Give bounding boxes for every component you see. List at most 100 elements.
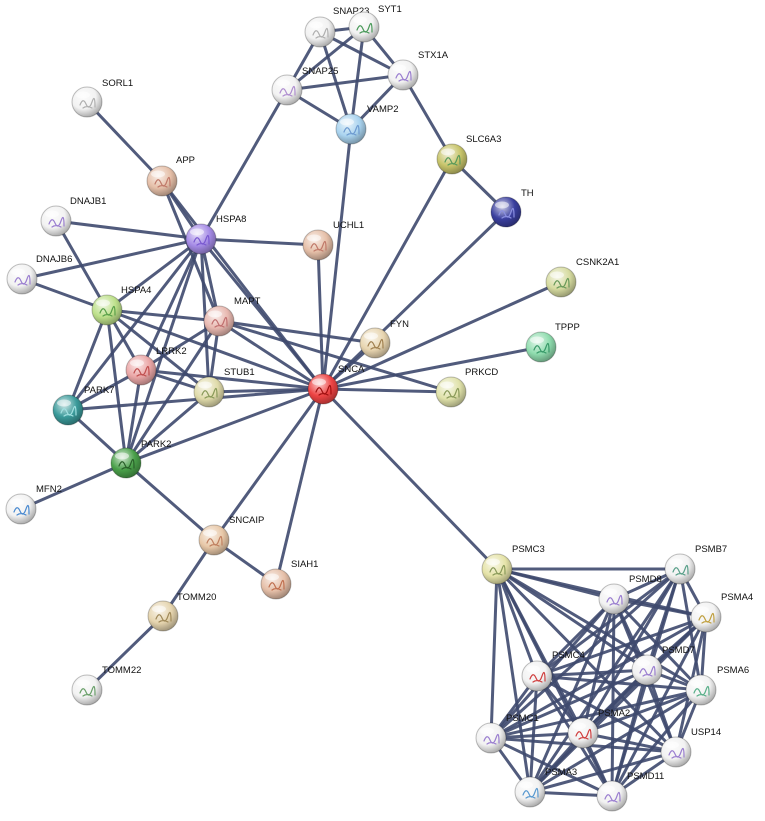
edge-psma4-psmc4 <box>535 615 708 678</box>
node-highlight <box>572 722 586 730</box>
node-label: PSMC4 <box>552 650 585 661</box>
node-rim <box>598 583 630 615</box>
node-slc6a3[interactable]: SLC6A3 <box>436 134 501 175</box>
node-psmd11[interactable]: PSMD11 <box>596 771 664 812</box>
protein-structure-icon <box>522 787 539 799</box>
protein-structure-icon <box>395 70 412 82</box>
node-highlight <box>486 558 500 566</box>
edge-hspa8-hspa4 <box>105 237 203 312</box>
node-psmd7[interactable]: PSMD7 <box>631 645 695 686</box>
node-app[interactable]: APP <box>146 155 195 197</box>
node-highlight <box>190 228 204 236</box>
node-rim <box>6 263 38 295</box>
node-rim <box>335 113 367 145</box>
edge-stx1a-slc6a3 <box>401 73 454 161</box>
node-rim <box>304 16 336 48</box>
node-tomm20[interactable]: TOMM20 <box>147 592 216 632</box>
node-label: PSMC1 <box>506 713 539 724</box>
node-rim <box>71 86 103 118</box>
node-snap25[interactable]: SNAP25 <box>271 66 338 106</box>
node-psma6[interactable]: PSMA6 <box>685 665 749 706</box>
edge-syt1-vamp2 <box>349 25 366 131</box>
protein-structure-icon <box>79 97 96 109</box>
edge-psmb7-psma2 <box>581 567 682 735</box>
edge-csnk2a1-snca <box>321 280 563 391</box>
node-psmd8[interactable]: PSMD8 <box>598 574 662 615</box>
edge-tppp-snca <box>321 345 543 391</box>
node-park2[interactable]: PARK2 <box>110 439 171 479</box>
node-label: STX1A <box>418 50 449 61</box>
edge-psmd8-psma2 <box>581 597 616 735</box>
node-psma4[interactable]: PSMA4 <box>690 592 753 633</box>
protein-structure-icon <box>668 747 685 759</box>
node-syt1[interactable]: SYT1 <box>348 4 402 43</box>
node-sorl1[interactable]: SORL1 <box>71 78 133 118</box>
node-park7[interactable]: PARK7 <box>52 385 114 426</box>
node-hspa8[interactable]: HSPA8 <box>185 214 246 255</box>
node-psmc4[interactable]: PSMC4 <box>521 650 585 692</box>
node-dnajb1[interactable]: DNAJB1 <box>40 196 106 237</box>
node-label: PSMA3 <box>545 767 577 778</box>
network-edges <box>19 25 708 798</box>
edge-hspa8-uchl1 <box>199 237 320 247</box>
node-psmc3[interactable]: PSMC3 <box>481 544 545 585</box>
node-label: TPPP <box>555 322 580 333</box>
node-uchl1[interactable]: UCHL1 <box>302 220 364 261</box>
protein-structure-icon <box>356 22 373 34</box>
node-highlight <box>115 452 129 460</box>
edge-mapt-prkcd <box>217 319 453 394</box>
node-highlight <box>550 271 564 279</box>
node-rim <box>545 266 577 298</box>
node-dnajb6[interactable]: DNAJB6 <box>6 254 72 295</box>
node-rim <box>91 294 123 326</box>
node-highlight <box>353 16 367 24</box>
edge-mapt-park2 <box>124 319 221 465</box>
node-rim <box>146 165 178 197</box>
node-psmc1[interactable]: PSMC1 <box>475 713 539 754</box>
protein-structure-icon <box>672 564 689 576</box>
node-siah1[interactable]: SIAH1 <box>260 559 318 600</box>
node-tomm22[interactable]: TOMM22 <box>71 665 141 706</box>
node-th[interactable]: TH <box>490 188 534 228</box>
node-prkcd[interactable]: PRKCD <box>435 367 498 408</box>
node-fyn[interactable]: FYN <box>359 319 409 359</box>
node-csnk2a1[interactable]: CSNK2A1 <box>545 257 619 298</box>
node-highlight <box>130 359 144 367</box>
protein-structure-icon <box>553 277 570 289</box>
node-highlight <box>530 336 544 344</box>
edge-snca-psmc3 <box>321 387 499 571</box>
node-stx1a[interactable]: STX1A <box>387 50 449 91</box>
edge-psma2-usp14 <box>581 731 678 754</box>
protein-structure-icon <box>154 176 171 188</box>
node-usp14[interactable]: USP14 <box>660 727 721 768</box>
node-vamp2[interactable]: VAMP2 <box>335 104 399 145</box>
node-highlight <box>11 268 25 276</box>
node-highlight <box>309 21 323 29</box>
node-tppp[interactable]: TPPP <box>525 322 580 363</box>
node-lrrk2[interactable]: LRRK2 <box>125 346 187 386</box>
edge-psmc4-psmd7 <box>535 668 649 678</box>
node-stub1[interactable]: STUB1 <box>193 367 255 408</box>
edge-hspa4-stub1 <box>105 308 211 394</box>
node-sncaip[interactable]: SNCAIP <box>198 515 264 556</box>
node-highlight <box>76 91 90 99</box>
node-snap23[interactable]: SNAP23 <box>304 6 369 48</box>
node-rim <box>685 674 717 706</box>
edge-psmd7-psmc1 <box>489 668 649 740</box>
node-highlight <box>76 679 90 687</box>
protein-structure-icon <box>606 594 623 606</box>
node-hspa4[interactable]: HSPA4 <box>91 285 151 326</box>
node-mapt[interactable]: MAPT <box>203 296 261 337</box>
node-psmb7[interactable]: PSMB7 <box>664 544 727 585</box>
node-snca[interactable]: SNCA <box>307 364 365 405</box>
node-psma2[interactable]: PSMA2 <box>567 708 630 749</box>
node-label: PSMA2 <box>598 708 630 719</box>
node-psma3[interactable]: PSMA3 <box>514 767 577 808</box>
node-mfn2[interactable]: MFN2 <box>5 484 62 525</box>
protein-structure-icon <box>498 207 515 219</box>
edge-park7-snca <box>66 387 325 412</box>
edge-lrrk2-snca <box>139 368 325 391</box>
node-highlight <box>603 588 617 596</box>
